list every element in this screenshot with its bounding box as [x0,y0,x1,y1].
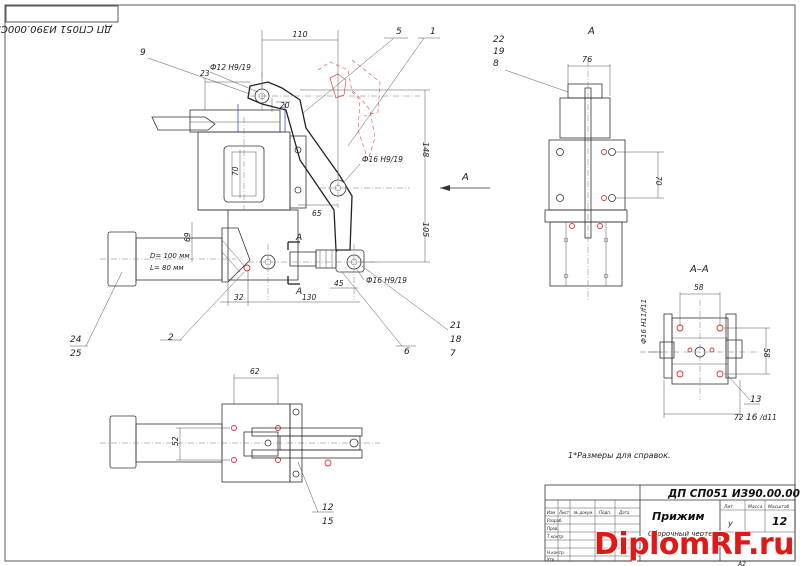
side-view-a: А 76 70 22 19 8 [493,26,664,300]
tb-list: Лист [558,510,570,515]
callout-13: 13 [750,395,762,405]
dim-32: 32 [234,293,244,302]
tb-format: А2 [737,561,746,566]
dim-70-body: 70 [231,166,240,176]
plan-view: 62 52 12 15 [100,367,380,527]
callout-6: 6 [404,347,410,357]
dim-23: 23 [200,69,210,78]
dim-76: 76 [582,55,592,64]
dim-20: 20 [280,101,290,110]
watermark-tld: .ru [747,527,795,562]
tb-doc-type: Сборочный чертеж [648,530,719,538]
callout-18: 18 [450,335,462,345]
callout-1: 1 [430,27,436,37]
tb-nkontr: Н.контр. [547,550,565,555]
tb-lit-header: Лит. [723,504,734,510]
dim-130: 130 [302,293,317,302]
tb-mass-header: Масса [748,504,763,510]
watermark-brand: DiplomRF [593,527,749,562]
dim-105: 105 [421,222,430,237]
tb-scale-header: Масштаб [768,504,790,510]
view-a-title: А [587,26,595,37]
callout-21: 21 [450,321,461,331]
callout-25: 25 [70,349,82,359]
dim-52: 52 [171,436,180,446]
dim-45: 45 [334,279,344,288]
dim-69: 69 [183,232,192,242]
dim-58-right: 58 [762,348,771,358]
cylinder-stroke: L= 80 мм [150,264,184,272]
tb-part-name: Прижим [652,510,704,523]
callout-15: 15 [322,517,334,527]
tb-izm: Изм [547,510,555,515]
cylinder-diameter: D= 100 мм [150,252,190,260]
section-a-a: А–А 58 Ф16 H11/f11 58 72 13 16 /d11 [640,264,777,423]
dim-148: 148 [421,142,430,157]
tb-lit-value: у [727,519,733,528]
tb-docnum: № докум. [573,510,594,515]
callout-7: 7 [450,349,456,359]
dim-d12: Ф12 H9/19 [210,63,251,72]
callout-5: 5 [396,27,402,37]
tb-utv: Утв. [547,557,555,562]
tb-prov: Пров. [547,526,559,531]
stamp-code: ДП СП051 ИЗ90.000СБ [0,23,113,34]
site-watermark: DiplomRF.ru [593,527,795,562]
callout-24: 24 [70,335,82,345]
dim-d16-upper: Ф16 H9/19 [362,155,403,164]
dim-d16-section: Ф16 H11/f11 [640,299,648,344]
tb-podp: Подп. [599,510,611,515]
tb-data: Дата [618,510,630,515]
tb-razrab: Разраб. [547,518,563,523]
dim-65: 65 [312,209,322,218]
main-view: 110 Ф12 H9/19 23 20 148 Ф16 H9/19 70 65 … [70,27,490,359]
callout-19: 19 [493,47,505,57]
reference-note: 1*Размеры для справок. [568,451,671,460]
view-arrow-label: А [461,172,469,183]
dim-d16-lower: Ф16 H9/19 [366,276,407,285]
dim-d11: /d11 [759,413,777,422]
section-mark-top: А [295,233,302,243]
callout-16: 16 [746,413,758,423]
mirrored-stamp: ДП СП051 ИЗ90.000СБ [0,5,119,34]
callout-8: 8 [493,59,499,69]
dim-62: 62 [250,367,260,376]
section-mark-bottom: А [295,287,302,297]
callout-2: 2 [168,333,174,343]
title-block: Изм Лист № докум. Подп. Дата Разраб. Про… [544,484,800,566]
tb-scale-value: 12 [772,515,788,528]
callout-12: 12 [322,503,334,513]
dim-110: 110 [292,30,307,39]
callout-9: 9 [140,48,146,58]
sheet-frame [4,4,796,562]
tb-drawing-code: ДП СП051 ИЗ90.00.00 СБ [667,488,800,500]
tb-tkontr: Т.контр. [547,534,564,539]
section-title: А–А [689,264,709,275]
dim-72: 72 [734,413,744,422]
dim-58-top: 58 [694,283,704,292]
callout-22: 22 [493,35,505,45]
dim-70-side: 70 [654,176,663,186]
